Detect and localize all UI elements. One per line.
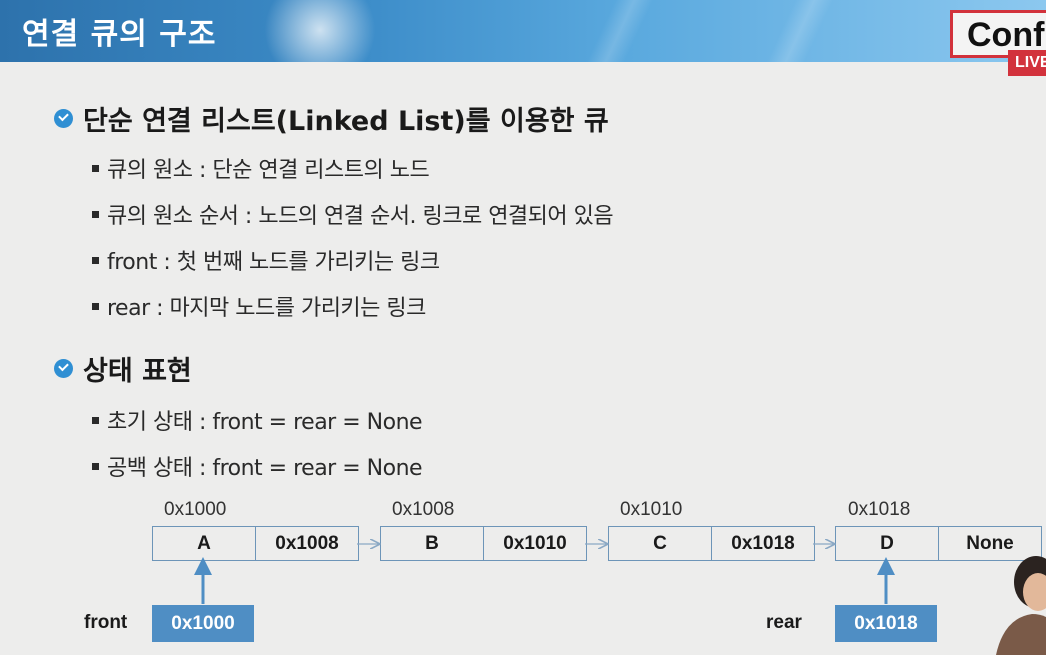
node-data: B	[381, 527, 484, 560]
node-link: 0x1008	[275, 532, 339, 554]
node-link: 0x1010	[503, 532, 567, 554]
live-badge: LIVE	[1008, 50, 1046, 76]
bullet-item: 초기 상태 : front = rear = None	[92, 404, 423, 436]
header-glow	[250, 0, 390, 62]
node-data: A	[153, 527, 256, 560]
node-link: None	[966, 532, 1014, 554]
slide-title: 연결 큐의 구조	[22, 17, 217, 52]
rear-pointer-box: 0x1018	[835, 605, 937, 642]
bullet-text: 큐의 원소 순서 : 노드의 연결 순서. 링크로 연결되어 있음	[107, 204, 614, 229]
square-bullet-icon	[92, 416, 99, 424]
section-title-linked-list: 단순 연결 리스트(Linked List)를 이용한 큐	[54, 99, 609, 138]
bullet-item: front : 첫 번째 노드를 가리키는 링크	[92, 244, 440, 276]
bullet-item: rear : 마지막 노드를 가리키는 링크	[92, 290, 426, 322]
node-link: 0x1018	[731, 532, 795, 554]
check-circle-icon	[54, 359, 73, 378]
bullet-text: front : 첫 번째 노드를 가리키는 링크	[107, 250, 440, 275]
list-node: A 0x1008	[152, 526, 359, 561]
bullet-item: 공백 상태 : front = rear = None	[92, 450, 423, 482]
broadcast-logo: Conf	[950, 10, 1046, 58]
list-node: B 0x1010	[380, 526, 587, 561]
node-address: 0x1008	[392, 499, 455, 520]
square-bullet-icon	[92, 302, 99, 310]
square-bullet-icon	[92, 164, 99, 172]
bullet-item: 큐의 원소 순서 : 노드의 연결 순서. 링크로 연결되어 있음	[92, 198, 614, 230]
bullet-text: 초기 상태 : front = rear = None	[107, 410, 423, 435]
section-title-text: 상태 표현	[83, 356, 192, 387]
header-light-ray	[720, 0, 880, 62]
section-title-state: 상태 표현	[54, 349, 192, 388]
check-circle-icon	[54, 109, 73, 128]
front-pointer-box: 0x1000	[152, 605, 254, 642]
bullet-text: 공백 상태 : front = rear = None	[107, 456, 423, 481]
square-bullet-icon	[92, 462, 99, 470]
header-light-ray	[540, 0, 700, 62]
front-label: front	[84, 612, 128, 633]
section-title-text: 단순 연결 리스트(Linked List)를 이용한 큐	[83, 106, 609, 137]
list-node: D None	[835, 526, 1042, 561]
node-address: 0x1010	[620, 499, 683, 520]
node-address: 0x1018	[848, 499, 911, 520]
list-node: C 0x1018	[608, 526, 815, 561]
square-bullet-icon	[92, 210, 99, 218]
presenter-silhouette	[996, 556, 1046, 655]
bullet-text: 큐의 원소 : 단순 연결 리스트의 노드	[107, 158, 430, 183]
node-address: 0x1000	[164, 499, 227, 520]
presenter-video	[990, 540, 1046, 655]
bullet-item: 큐의 원소 : 단순 연결 리스트의 노드	[92, 152, 430, 184]
rear-label: rear	[766, 612, 802, 633]
bullet-text: rear : 마지막 노드를 가리키는 링크	[107, 296, 426, 321]
slide-header: 연결 큐의 구조	[0, 0, 1046, 62]
node-data: D	[836, 527, 939, 560]
node-data: C	[609, 527, 712, 560]
square-bullet-icon	[92, 256, 99, 264]
logo-text: Conf	[967, 16, 1045, 54]
